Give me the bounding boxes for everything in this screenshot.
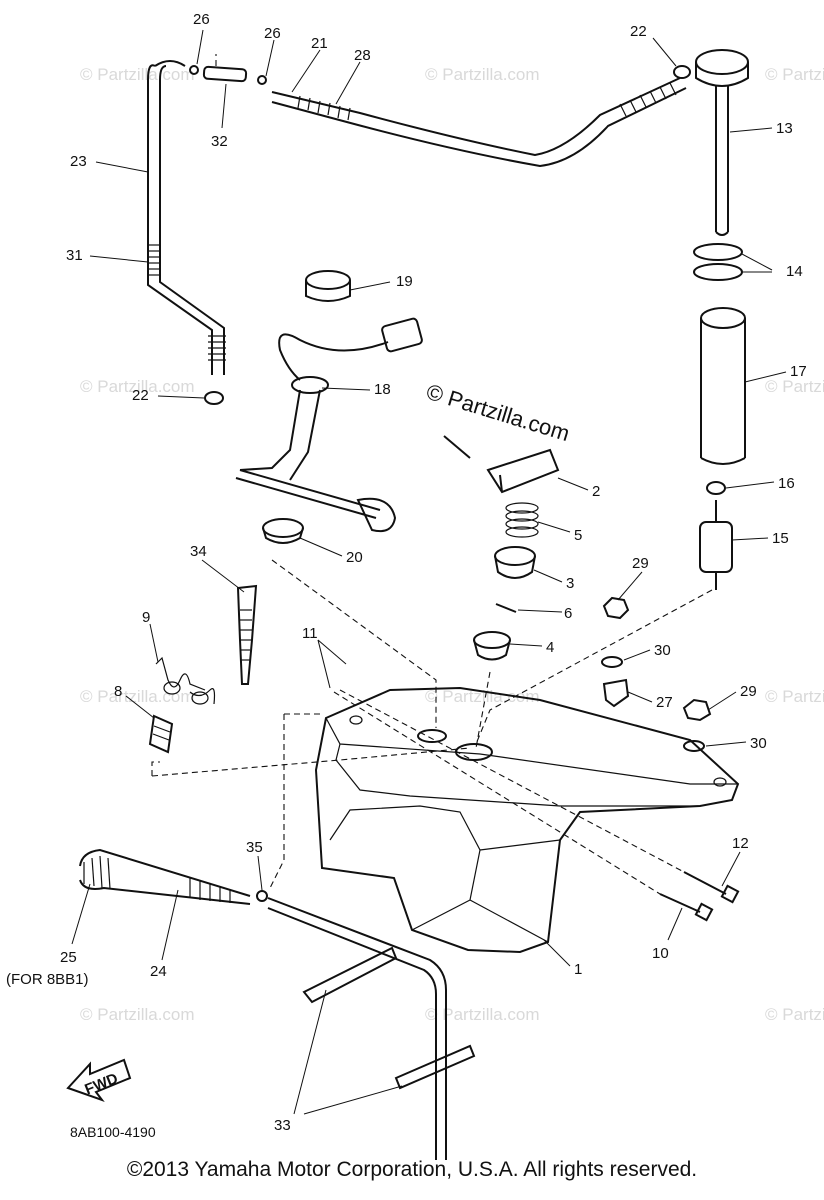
fuel-sender-assembly [235,270,423,544]
clip-26 [257,75,267,85]
watermark: © Partzilla.com [425,687,540,706]
callout-29: 29 [632,555,649,572]
callout-3: 3 [566,575,574,592]
callout-34: 34 [190,543,207,560]
o-ring-14 [693,263,743,281]
cap-assembly [443,435,560,661]
callout-1: 1 [574,961,582,978]
callout-4: 4 [546,639,554,656]
callout-12: 12 [732,835,749,852]
callout-22: 22 [132,387,149,404]
diagram-code: 8AB100-4190 [70,1124,156,1140]
callout-18: 18 [374,381,391,398]
fwd-arrow-label: FWD [82,1070,120,1099]
o-ring-14 [693,243,743,261]
callout-29: 29 [740,683,757,700]
callout-10: 10 [652,945,669,962]
joint-32 [202,65,248,83]
callout-21: 21 [311,35,328,52]
callout-26: 26 [264,25,281,42]
bolts [659,871,740,922]
watermark: © Partzilla.com [80,687,195,706]
callout-35: 35 [246,839,263,856]
callout-33: 33 [274,1117,291,1134]
callout-5: 5 [574,527,582,544]
tank-hardware [601,596,712,752]
watermark: © Partzilla.com [80,1005,195,1024]
pipe-17 [700,307,746,329]
strap-and-springs [148,584,258,754]
vent-hose-assembly [147,60,691,405]
callout-13: 13 [776,120,793,137]
grommet-4 [473,631,511,649]
watermark: © Partzilla.com [80,65,195,84]
callout-30: 30 [750,735,767,752]
watermark: © Partzilla.com [765,65,824,84]
callout-24: 24 [150,963,167,980]
callout-31: 31 [66,247,83,264]
callout-16: 16 [778,475,795,492]
callout-6: 6 [564,605,572,622]
callout-2: 2 [592,483,600,500]
reference-lines [151,54,713,895]
leader-lines [71,29,787,1115]
callout-30: 30 [654,642,671,659]
clamp-16 [706,481,726,495]
watermark: © Partzilla.com [765,1005,824,1024]
watermark: © Partzilla.com [80,377,195,396]
callout-20: 20 [346,549,363,566]
callout-23: 23 [70,153,87,170]
callout-25-note: (FOR 8BB1) [6,971,89,988]
lower-hose-assembly [79,848,476,1160]
clip-26 [189,65,199,75]
watermark: © Partzilla.com [425,65,540,84]
clamp-22-lower [204,391,224,405]
clamp-22-upper [673,65,691,79]
callout-19: 19 [396,273,413,290]
callout-25: 25 [60,949,77,966]
watermark: © Partzilla.com [765,687,824,706]
callout-9: 9 [142,609,150,626]
clip-35 [256,890,268,902]
copyright-notice: ©2013 Yamaha Motor Corporation, U.S.A. A… [126,1158,698,1181]
callout-labels: 26 26 21 28 22 13 32 23 31 14 19 17 22 1… [6,11,807,1134]
cap-3 [494,546,536,566]
watermark-center: © Partzilla.com [424,379,573,446]
watermark: © Partzilla.com [765,377,824,396]
callout-14: 14 [786,263,803,280]
callout-22: 22 [630,23,647,40]
grommet-20 [262,518,304,538]
callout-15: 15 [772,530,789,547]
callout-17: 17 [790,363,807,380]
watermark: © Partzilla.com [425,1005,540,1024]
fuel-filter-15 [699,521,733,573]
callout-28: 28 [354,47,371,64]
grommet-19 [305,270,351,290]
callout-32: 32 [211,133,228,150]
callout-8: 8 [114,683,122,700]
fwd-arrow: FWD [66,1058,132,1103]
callout-11: 11 [302,625,318,642]
fuel-tank [314,686,740,954]
callout-26: 26 [193,11,210,28]
callout-27: 27 [656,694,673,711]
